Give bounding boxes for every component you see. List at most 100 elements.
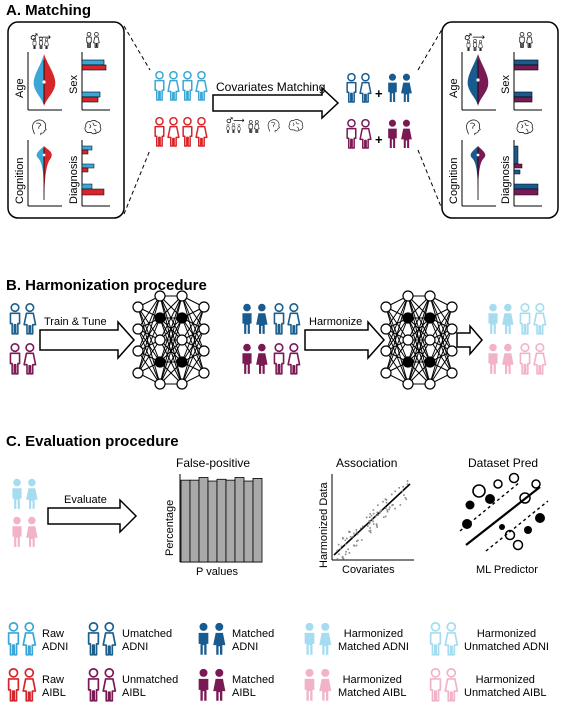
nn-edge [159, 295, 183, 385]
svg-text:♂⟶: ♂⟶ [30, 33, 51, 43]
association-chart [331, 474, 414, 561]
nn-node [380, 323, 392, 335]
scatter-point [368, 516, 371, 519]
scatter-point [349, 535, 352, 538]
scatter-point [385, 499, 388, 501]
nn-edge [429, 328, 453, 385]
harmonized-output-adni [488, 304, 545, 334]
nn-node [402, 290, 414, 302]
scatter-point [383, 516, 385, 519]
histogram-bar [180, 479, 191, 563]
scatter-point [372, 509, 375, 511]
age-violin-left [27, 52, 62, 111]
nn-edge [407, 295, 431, 341]
nn-node [154, 356, 166, 368]
nn-edge [429, 306, 453, 385]
evaluate-label: Evaluate [64, 494, 107, 506]
scatter-point [345, 550, 347, 553]
age-violin-right [461, 52, 496, 111]
scatter-point [382, 500, 384, 503]
scatter-point [344, 539, 347, 542]
dataset-pred-diagram [459, 472, 549, 552]
nn-edge [159, 295, 183, 363]
scatter-point [372, 520, 374, 523]
scatter-point [402, 485, 404, 488]
left-covariate-panel [7, 21, 125, 219]
scatter-point [348, 530, 350, 533]
nn-node [446, 345, 458, 357]
class-a-point [512, 539, 524, 551]
scatter-point [392, 504, 394, 506]
nn-edge [137, 317, 161, 374]
nn-node [132, 367, 144, 379]
nn-node [154, 378, 166, 390]
nn-edge [407, 295, 431, 363]
class-b-point [462, 519, 472, 529]
nn-node [176, 356, 188, 368]
nn-node [424, 356, 436, 368]
scatter-point [338, 553, 340, 555]
class-a-point [493, 479, 503, 489]
scatter-point [355, 544, 358, 547]
legend-icon [199, 623, 226, 655]
nn-edge [181, 306, 205, 363]
scatter-point [372, 523, 375, 525]
scatter-point [353, 532, 355, 535]
scatter-point [406, 480, 409, 482]
left-age-label: Age [14, 78, 26, 98]
nn-edge [385, 295, 409, 374]
right-cognition-label: Cognition [448, 157, 460, 204]
diagnosis-bars-left [81, 140, 110, 207]
plus-adni: + [375, 86, 383, 101]
neural-network-harmonize [380, 290, 458, 390]
age-icons: ♂⟶ [30, 33, 51, 43]
scatter-point [369, 531, 372, 534]
harmonize-label: Harmonize [309, 316, 363, 328]
nn-node [446, 367, 458, 379]
svg-text:♂⟶: ♂⟶ [464, 33, 485, 43]
scatter-point [368, 520, 371, 522]
scatter-point [341, 556, 344, 558]
false-positive-xlabel: P values [196, 566, 238, 578]
evaluate-arrow [47, 498, 138, 534]
nn-node [198, 367, 210, 379]
nn-node [176, 290, 188, 302]
nn-node [154, 312, 166, 324]
scatter-point [391, 504, 393, 507]
matching-arrow [212, 86, 340, 120]
raw-aibl-group [155, 118, 207, 146]
histogram-bar [216, 478, 227, 563]
nn-edge [385, 339, 409, 374]
false-positive-ylabel: Percentage [164, 499, 176, 556]
train-arrow [39, 320, 136, 360]
scatter-point [403, 494, 405, 496]
legend-icon [199, 669, 226, 701]
left-cognition-label: Cognition [14, 157, 26, 204]
false-positive-title: False-positive [176, 456, 251, 470]
nn-node [198, 345, 210, 357]
scatter-point [356, 540, 358, 542]
neural-network-train [132, 290, 210, 390]
left-diagnosis-label: Diagnosis [68, 155, 80, 204]
nn-node [198, 301, 210, 313]
nn-edge [181, 306, 205, 341]
scatter-point [342, 537, 344, 540]
nn-edge [137, 295, 161, 330]
class-b-point [499, 524, 505, 530]
scatter-point [369, 520, 371, 523]
nn-node [424, 378, 436, 390]
class-a-point [504, 529, 516, 541]
diagnosis-bars-right [513, 140, 542, 207]
legend-icon [431, 623, 458, 655]
scatter-point [377, 514, 380, 516]
scatter-point [346, 537, 348, 540]
matching-arrow-label: Covariates Matching [216, 80, 326, 94]
scatter-point [405, 498, 408, 501]
